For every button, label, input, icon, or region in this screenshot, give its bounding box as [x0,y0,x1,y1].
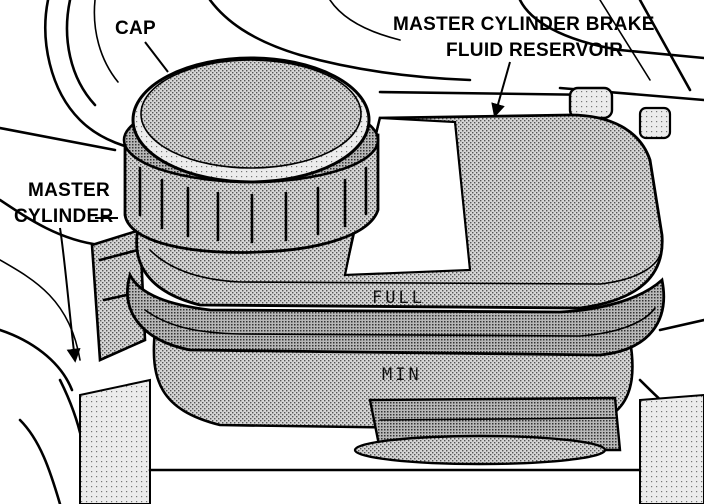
reservoir-lower-section [152,328,634,466]
min-level-mark: MIN [382,365,422,385]
cap-label: CAP [115,18,156,39]
leader-lines [59,41,511,363]
cap-grip-ribs [138,166,368,244]
reservoir-label-line2: FLUID RESERVOIR [446,40,623,61]
full-level-mark: FULL [372,288,425,308]
master-cylinder-label-line2: CYLINDER [14,206,114,227]
reservoir-flange [126,271,666,357]
master-cylinder-body [90,228,147,362]
reservoir-label-line1: MASTER CYLINDER BRAKE [393,14,655,35]
reservoir-cap [122,56,380,254]
master-cylinder-label-line1: MASTER [28,180,110,201]
